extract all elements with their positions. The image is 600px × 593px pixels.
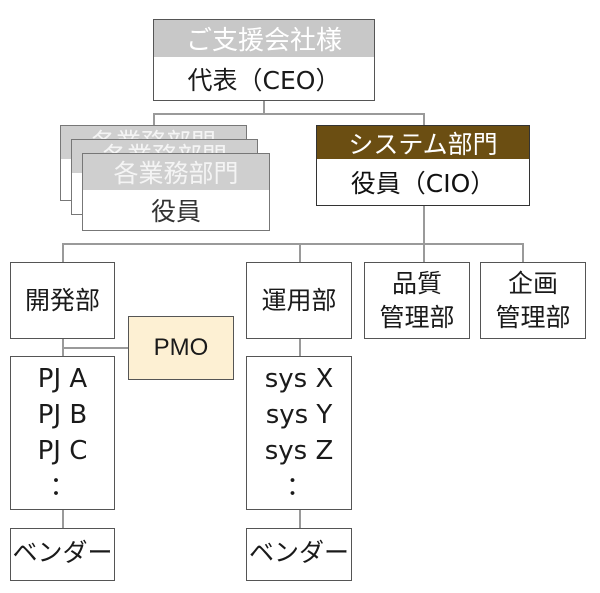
project-item-ellipsis: ： bbox=[49, 472, 76, 502]
dept-operations: 運用部 bbox=[246, 262, 352, 339]
dept-development-label: 開発部 bbox=[24, 285, 100, 315]
business-unit-role: 役員 bbox=[150, 197, 201, 226]
connector-to-quality bbox=[423, 243, 425, 262]
pmo-box: PMO bbox=[128, 316, 234, 380]
project-item: PJ B bbox=[37, 400, 88, 430]
project-item: PJ A bbox=[37, 364, 88, 394]
system-item: sys Y bbox=[265, 400, 333, 430]
business-unit-header: 各業務部門 bbox=[83, 154, 269, 190]
system-dept-header: システム部門 bbox=[317, 126, 529, 159]
connector-to-system bbox=[423, 113, 425, 125]
connector-ops-to-systems bbox=[299, 338, 301, 356]
connector-top-horizontal bbox=[153, 113, 424, 115]
connector-to-business bbox=[153, 113, 155, 125]
dept-operations-label: 運用部 bbox=[261, 285, 337, 315]
business-unit-box-front: 各業務部門 役員 bbox=[82, 153, 270, 231]
connector-projects-to-vendor bbox=[62, 510, 64, 528]
dept-quality: 品質 管理部 bbox=[364, 262, 470, 339]
vendor-dev-label: ベンダー bbox=[12, 538, 113, 567]
connector-dept-horizontal bbox=[62, 243, 524, 245]
vendor-ops-box: ベンダー bbox=[246, 528, 352, 581]
dept-quality-line1: 品質 bbox=[391, 268, 442, 298]
system-dept-box: システム部門 役員（CIO） bbox=[316, 125, 530, 206]
pmo-label: PMO bbox=[153, 334, 209, 361]
connector-to-dev bbox=[62, 243, 64, 262]
system-item: sys X bbox=[264, 364, 334, 394]
connector-to-ops bbox=[299, 243, 301, 262]
client-header: ご支援会社様 bbox=[154, 20, 374, 57]
dept-planning: 企画 管理部 bbox=[480, 262, 586, 339]
connector-systems-to-vendor bbox=[299, 510, 301, 528]
connector-to-planning bbox=[522, 243, 524, 262]
systems-box: sys X sys Y sys Z ： bbox=[246, 356, 352, 510]
projects-box: PJ A PJ B PJ C ： bbox=[10, 356, 115, 510]
vendor-ops-label: ベンダー bbox=[248, 538, 349, 567]
dept-planning-line1: 企画 bbox=[507, 268, 558, 298]
connector-pmo bbox=[62, 347, 128, 349]
vendor-dev-box: ベンダー bbox=[10, 528, 115, 581]
dept-planning-line2: 管理部 bbox=[495, 302, 571, 332]
dept-development: 開発部 bbox=[10, 262, 115, 339]
connector-cio-down bbox=[423, 205, 425, 244]
system-item: sys Z bbox=[264, 436, 334, 466]
client-role: 代表（CEO） bbox=[187, 65, 341, 95]
system-dept-role: 役員（CIO） bbox=[350, 169, 496, 198]
project-item: PJ C bbox=[37, 436, 88, 466]
client-ceo-box: ご支援会社様 代表（CEO） bbox=[153, 19, 375, 101]
dept-quality-line2: 管理部 bbox=[379, 302, 455, 332]
connector-ceo-down bbox=[263, 100, 265, 114]
system-item-ellipsis: ： bbox=[285, 472, 312, 502]
